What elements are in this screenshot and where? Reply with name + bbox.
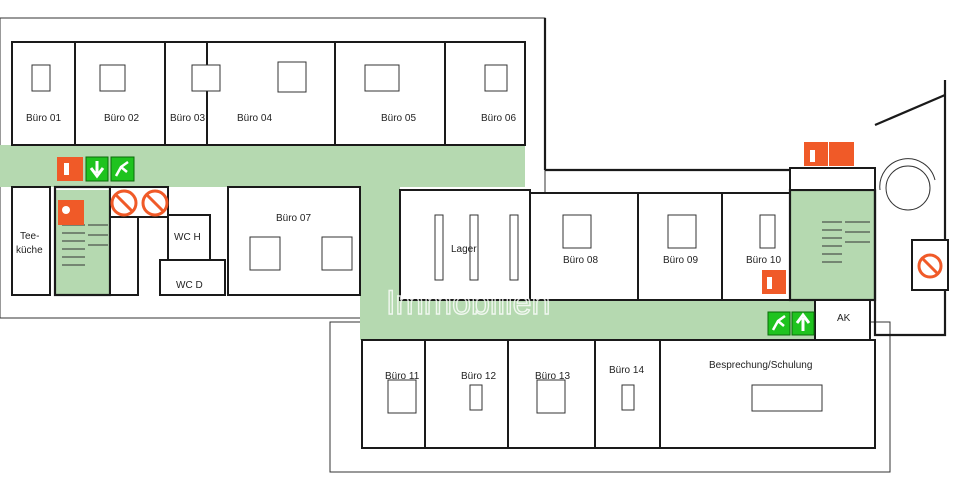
no-elevator-in-fire-icon [917,253,943,279]
room-buero-01 [11,41,76,146]
label-buero-04: Büro 04 [237,113,272,124]
arrow-up-icon [791,311,815,336]
wc-cubicles [109,216,139,296]
label-buero-06: Büro 06 [481,113,516,124]
room-buero-06 [444,41,526,146]
emergency-exit-icon [110,156,135,182]
room-buero-03 [164,41,208,146]
shaft [789,167,876,191]
watermark: Immobilien [386,284,550,322]
emergency-exit-icon [767,311,791,336]
room-lager [399,189,531,301]
room-wc-d [159,259,226,296]
first-aid-icon [58,200,84,225]
arrow-down-icon [85,156,109,182]
no-elevator-in-fire-icon [110,189,138,217]
label-wc-d: WC D [176,280,203,291]
tower-wall [873,80,947,337]
label-buero-12: Büro 12 [461,371,496,382]
stairs-left [62,224,108,266]
label-buero-02: Büro 02 [104,113,139,124]
stairs-right [822,221,870,263]
fire-extinguisher-icon [804,142,854,166]
label-buero-14: Büro 14 [609,365,644,376]
fire-extinguisher-icon [762,270,786,294]
no-elevator-in-fire-icon [141,189,169,217]
spiral-stair [879,158,936,191]
label-buero-03: Büro 03 [170,113,205,124]
fire-extinguisher-icon [57,157,83,181]
room-wc-h [167,214,211,261]
label-teekueche-2: küche [16,245,43,256]
label-besprechung: Besprechung/Schulung [709,360,812,371]
label-buero-07: Büro 07 [276,213,311,224]
room-buero-04 [206,41,336,146]
room-teekueche [11,186,51,296]
room-buero-02 [74,41,166,146]
label-lager: Lager [451,244,477,255]
label-buero-13: Büro 13 [535,371,570,382]
label-buero-05: Büro 05 [381,113,416,124]
label-buero-11: Büro 11 [385,371,420,382]
label-buero-08: Büro 08 [563,255,598,266]
room-buero-05 [334,41,446,146]
label-teekueche-1: Tee- [20,231,39,242]
room-buero-12 [424,339,509,449]
label-buero-09: Büro 09 [663,255,698,266]
label-buero-01: Büro 01 [26,113,61,124]
furniture [31,61,823,414]
label-ak: AK [837,313,851,324]
label-buero-10: Büro 10 [746,255,781,266]
label-wc-h: WC H [174,232,201,243]
